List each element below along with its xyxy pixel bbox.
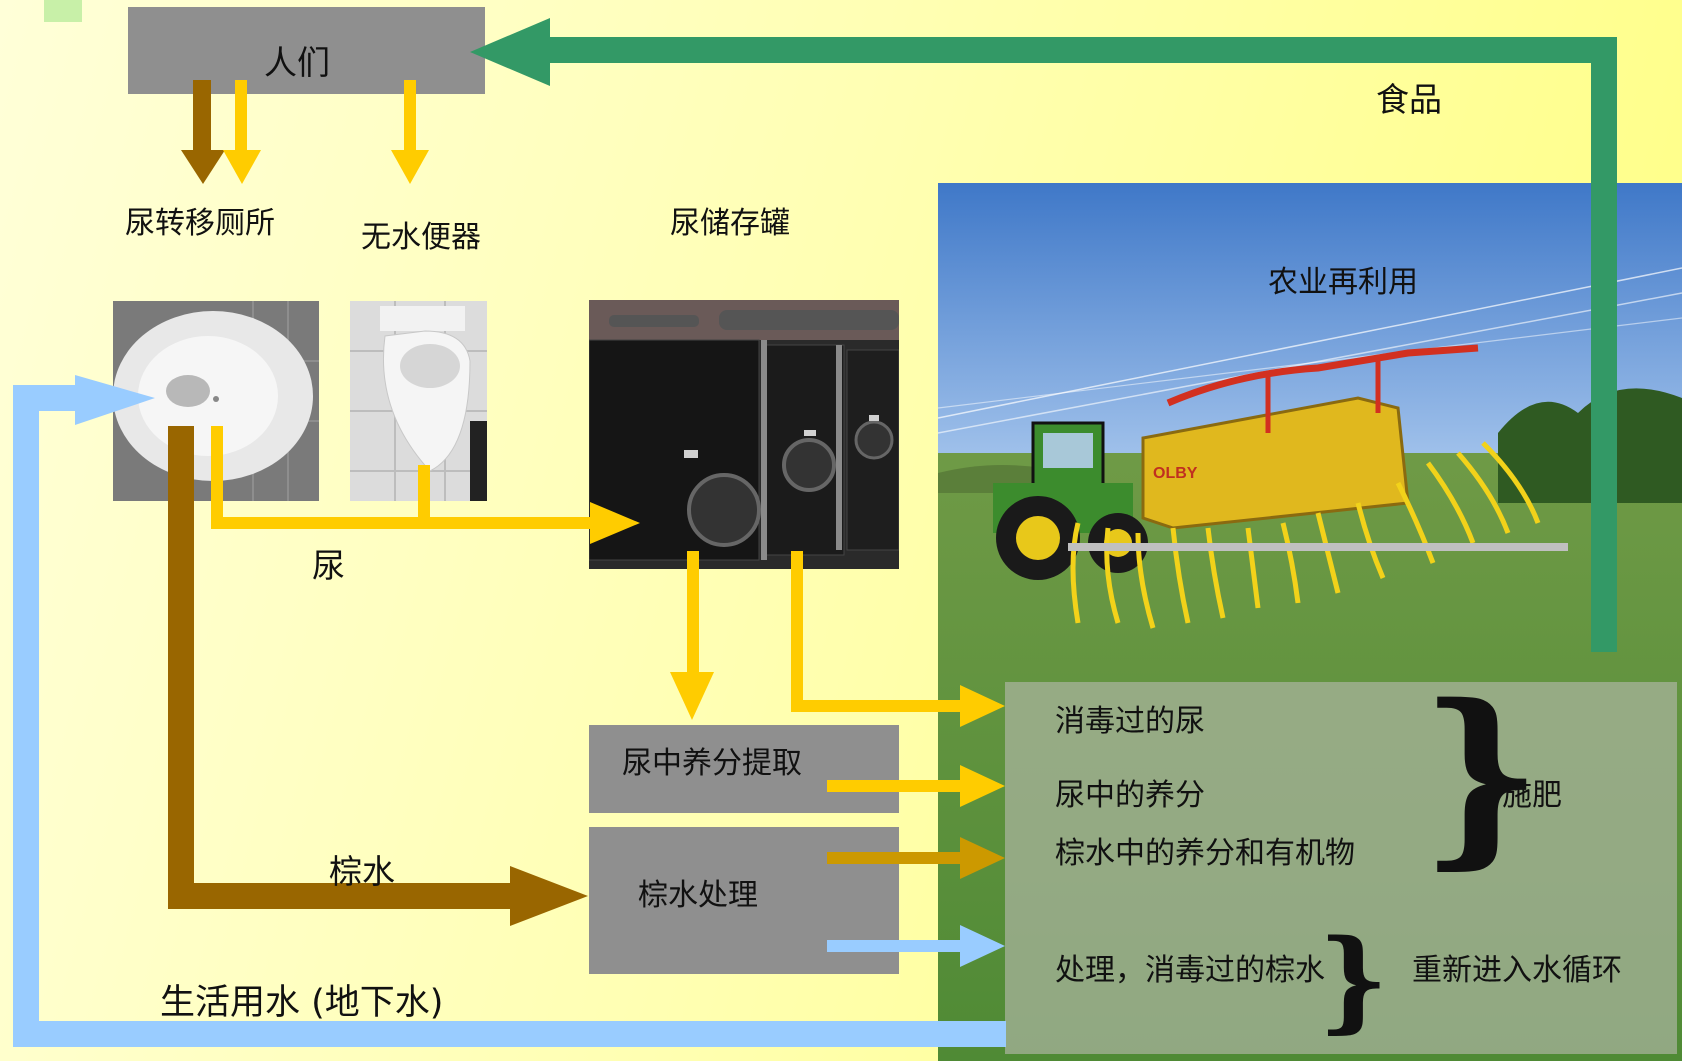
people-to-toilet-urine-arrowhead: [223, 150, 261, 184]
corner-marker: [44, 0, 82, 22]
people-box: [128, 7, 485, 94]
fertilize-brace: }: [1420, 663, 1543, 886]
brownwater-flow-label: 棕水: [329, 852, 395, 891]
outputs-panel: [1005, 682, 1677, 1054]
tractor-brand-label: OLBY: [1153, 465, 1198, 482]
people-to-urinal-arrowhead: [391, 150, 429, 184]
urine-flow-label: 尿: [312, 546, 345, 585]
brownwater-nutrients-label: 棕水中的养分和有机物: [1055, 836, 1355, 871]
urine-nutrients-label: 尿中的养分: [1055, 778, 1205, 813]
extraction-to-field-arrowhead: [960, 765, 1005, 807]
treated-brownwater-label: 处理，消毒过的棕水: [1055, 953, 1325, 988]
storage-to-field-arrow: [791, 551, 965, 712]
disinfected-urine-label: 消毒过的尿: [1055, 704, 1205, 739]
people-to-toilet-brown-arrowhead: [181, 150, 225, 184]
urine-nutrient-extraction-label: 尿中养分提取: [622, 746, 802, 781]
water-cycle-label: 重新进入水循环: [1412, 953, 1622, 988]
food-flow-arrow: [540, 37, 1617, 652]
storage-to-extraction-arrowhead: [670, 672, 714, 720]
urine-diversion-toilet-label: 尿转移厕所: [125, 206, 275, 241]
waterless-urinal-label: 无水便器: [361, 220, 481, 255]
food-label: 食品: [1376, 80, 1442, 119]
urine-storage-tank-label: 尿储存罐: [670, 206, 790, 241]
people-label: 人们: [264, 43, 330, 82]
urine-to-storage-arrow: [211, 426, 595, 529]
food-arrowhead: [470, 18, 550, 86]
domestic-water-arrowhead: [75, 375, 155, 425]
urine-diversion-toilet-photo: [113, 301, 319, 501]
brownwater-treatment-label: 棕水处理: [638, 878, 758, 913]
brownwater-flow-arrow: [168, 426, 520, 909]
water-cycle-brace: }: [1318, 915, 1389, 1044]
domestic-water-arrow: [13, 385, 1006, 1047]
domestic-water-label: 生活用水 (地下水): [160, 983, 444, 1023]
waterless-urinal-photo: [350, 301, 487, 501]
treatment-to-water-arrowhead: [960, 925, 1005, 967]
fertilize-label: 施肥: [1502, 778, 1562, 813]
urine-nutrient-extraction-box: [589, 725, 899, 813]
treatment-to-nutrients-arrowhead: [960, 837, 1005, 879]
agricultural-reuse-label: 农业再利用: [1268, 265, 1418, 300]
urine-storage-tank-photo: [589, 300, 899, 569]
